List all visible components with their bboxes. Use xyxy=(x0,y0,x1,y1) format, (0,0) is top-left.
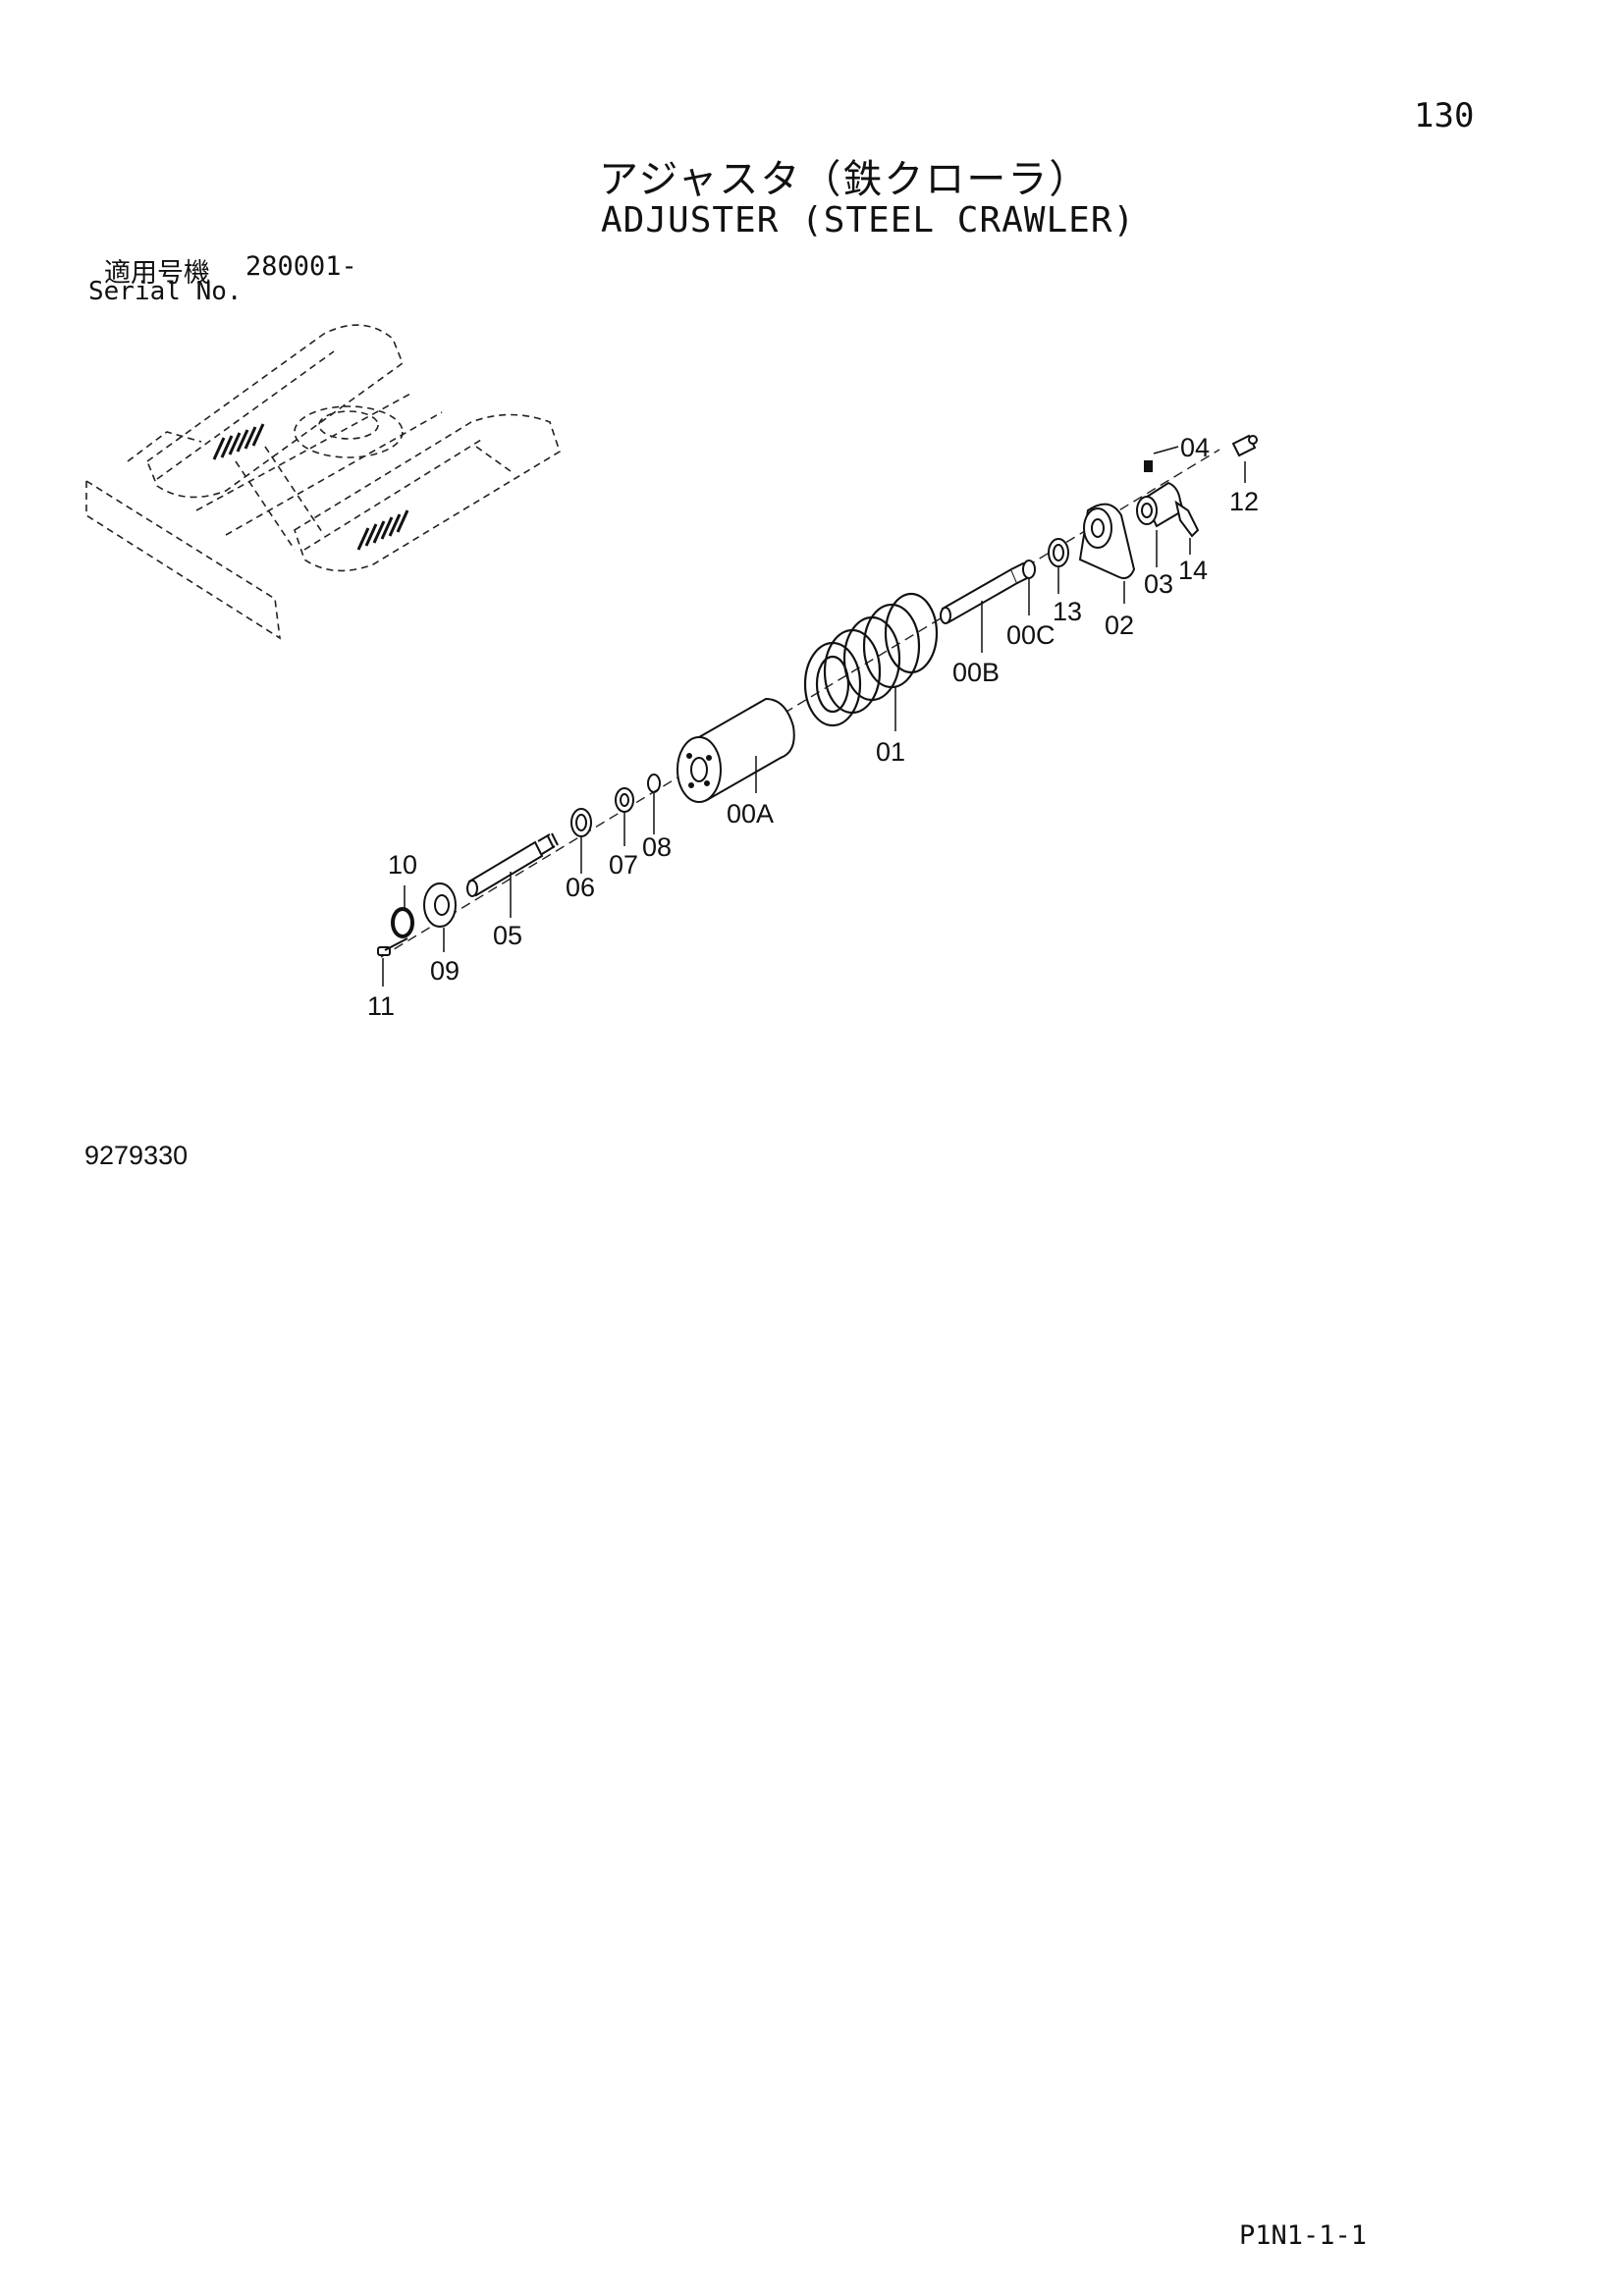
part-01-spring xyxy=(803,592,939,727)
serial-label-japanese: 適用号機 xyxy=(104,258,210,289)
label-part-11: 11 xyxy=(367,991,395,1021)
part-08-oring xyxy=(647,774,661,793)
label-part-00B: 00B xyxy=(952,658,1000,687)
label-part-00A: 00A xyxy=(727,799,774,828)
label-part-04: 04 xyxy=(1180,433,1210,462)
serial-number-value: 280001- xyxy=(245,251,357,282)
part-10-ring xyxy=(391,907,414,938)
page-number: 130 xyxy=(1414,96,1475,135)
label-part-01: 01 xyxy=(876,737,905,767)
label-part-12: 12 xyxy=(1229,487,1259,516)
label-part-07: 07 xyxy=(609,850,638,880)
part-00B-rod xyxy=(940,561,1031,624)
assembly-axis xyxy=(380,449,1220,958)
label-part-00C: 00C xyxy=(1006,620,1056,650)
part-00A-cylinder xyxy=(677,697,795,803)
title-english: ADJUSTER (STEEL CRAWLER) xyxy=(601,200,1136,240)
part-03-body xyxy=(1136,481,1185,528)
leader-lines xyxy=(382,446,1246,987)
label-part-06: 06 xyxy=(566,873,595,902)
part-09-flange xyxy=(423,882,457,928)
part-11-bolt xyxy=(377,937,408,956)
title-japanese: アジャスタ（鉄クローラ） xyxy=(599,157,1091,202)
label-part-05: 05 xyxy=(493,921,522,950)
part-07-ring xyxy=(615,787,634,813)
part-00C-ring xyxy=(1022,560,1036,579)
part-12-grease-fitting xyxy=(1231,434,1258,457)
serial-label-english: Serial No. xyxy=(88,277,243,306)
drawing-number: 9279330 xyxy=(84,1141,189,1170)
label-part-13: 13 xyxy=(1053,597,1082,626)
part-04-screw xyxy=(1144,460,1153,472)
page-code: P1N1-1-1 xyxy=(1239,2220,1368,2251)
label-part-09: 09 xyxy=(430,956,460,986)
part-06-ring xyxy=(570,808,592,837)
label-part-03: 03 xyxy=(1144,569,1173,599)
spring-highlight-upper xyxy=(212,423,265,460)
part-14-pin xyxy=(1174,500,1200,538)
undercarriage-locator-sketch xyxy=(85,324,561,640)
spring-highlight-lower xyxy=(356,509,409,551)
label-part-02: 02 xyxy=(1105,611,1134,640)
part-05-rod xyxy=(466,832,559,897)
part-02-bracket xyxy=(1078,503,1136,579)
label-part-14: 14 xyxy=(1178,556,1208,585)
label-part-10: 10 xyxy=(388,850,417,880)
part-13-ring xyxy=(1048,538,1069,567)
label-part-08: 08 xyxy=(642,832,672,862)
